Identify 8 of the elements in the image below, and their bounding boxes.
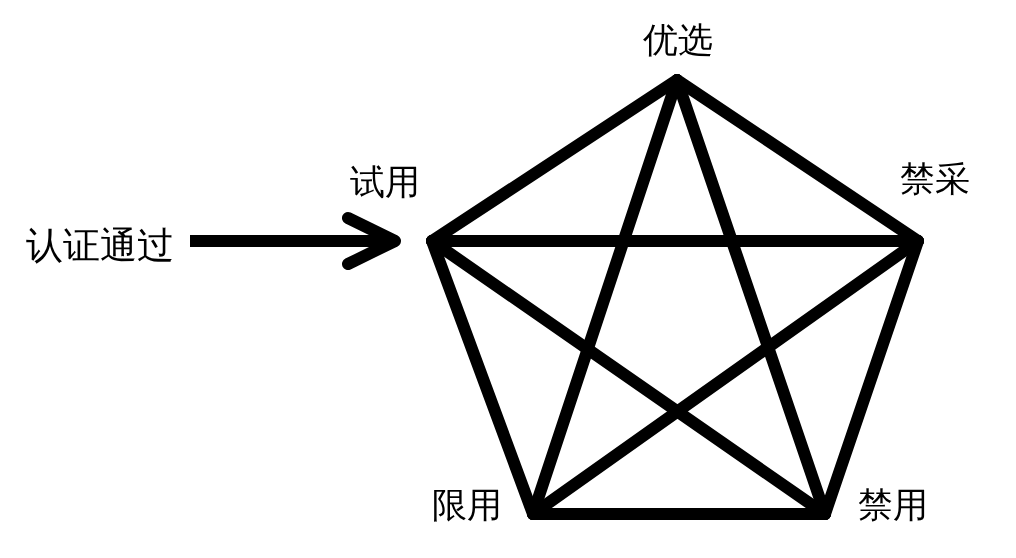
vertex-label: 试用 xyxy=(350,165,420,200)
vertex-label: 禁采 xyxy=(900,162,970,197)
connector-line xyxy=(527,508,831,520)
arrow xyxy=(190,212,401,270)
vertex-label: 优选 xyxy=(643,23,713,58)
vertex-label: 限用 xyxy=(432,488,502,523)
vertex-label: 禁用 xyxy=(858,488,928,523)
text-label: 认证通过 xyxy=(26,227,174,264)
